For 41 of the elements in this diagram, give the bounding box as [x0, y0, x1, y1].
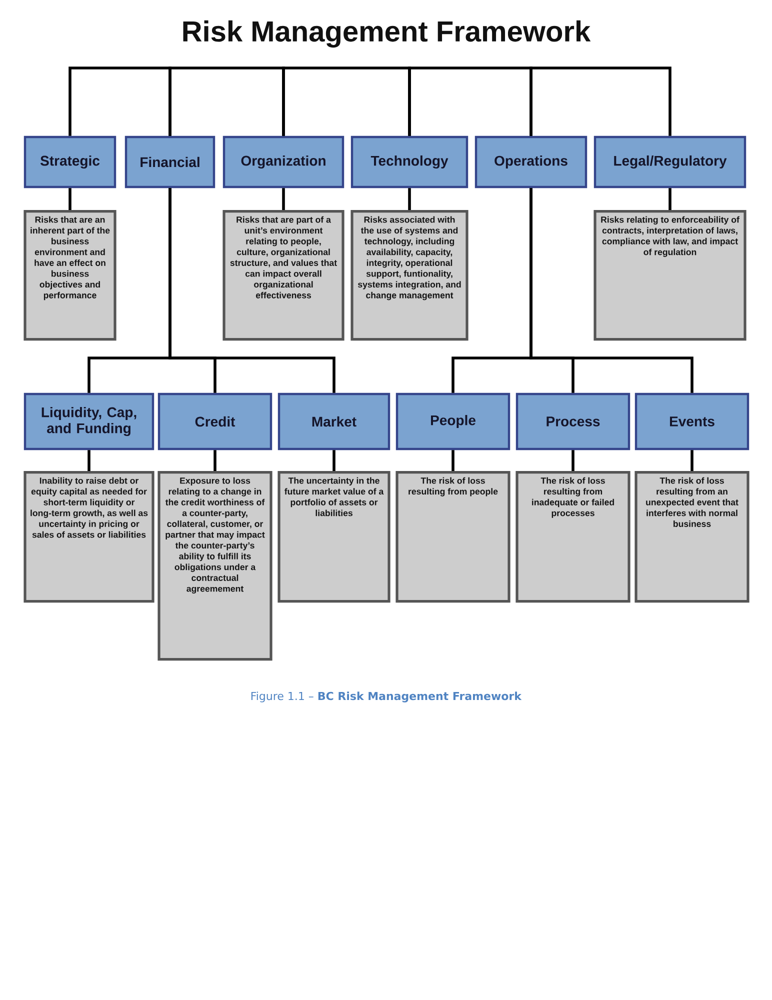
- connector-line: [168, 66, 285, 136]
- category-box: Operations: [474, 136, 588, 188]
- category-box: Credit: [158, 392, 272, 450]
- description-box: Risks associated with the use of systems and technology, including availability, capacity, integrity, operational support, funtionality, systems integration, and change management: [350, 210, 468, 341]
- category-box: Market: [278, 392, 390, 450]
- description-box: The uncertainty in the future market value of a portfolio of assets or liabilities: [278, 471, 390, 603]
- category-box: Process: [516, 392, 630, 450]
- figure-caption: Figure 1.1 – BC Risk Management Framework: [251, 692, 522, 702]
- title: Risk Management Framework: [183, 20, 591, 48]
- connector-line: [572, 450, 574, 471]
- description-box: The risk of loss resulting from an unexpected event that interferes with normal business: [634, 471, 750, 603]
- description-box: Inability to raise debt or equity capital as needed for short-term liquidity or long-term growth, as well as uncertainty in pricing or sales of assets or liabilities: [24, 471, 154, 603]
- category-box: Legal/Regulatory: [594, 136, 746, 188]
- category-box: Organization: [222, 136, 344, 188]
- description-box: Risks that are an inherent part of the business environment and have an effect on business objectives and performance: [24, 210, 116, 341]
- connector-line: [690, 450, 694, 471]
- category-box: People: [396, 392, 510, 450]
- connector-line: [668, 188, 672, 210]
- connector-line: [168, 188, 336, 393]
- connector-line: [332, 450, 336, 471]
- connector-line: [214, 450, 216, 471]
- category-box: Liquidity, Cap, and Funding: [24, 392, 154, 450]
- connector-line: [282, 188, 285, 210]
- connector-line: [68, 66, 172, 136]
- description-box: Exposure to loss relating to a change in the credit worthiness of a counter-party, collateral, customer, or partner that may impact the counter-party’s ability to fulfill its obligations under a contractual agreemement: [158, 471, 272, 661]
- category-box: Financial: [124, 136, 216, 188]
- description-box: The risk of loss resulting from inadequate or failed processes: [516, 471, 630, 603]
- connector-line: [530, 66, 672, 136]
- connector-line: [68, 188, 72, 210]
- connector-line: [88, 450, 90, 471]
- connector-line: [282, 66, 411, 136]
- category-box: Strategic: [24, 136, 116, 188]
- connector-line: [452, 450, 454, 471]
- category-box: Technology: [350, 136, 468, 188]
- connector-line: [530, 188, 694, 393]
- description-box: Risks relating to enforceability of contracts, interpretation of laws, compliance with law, and impact of regulation: [594, 210, 746, 341]
- connector-line: [408, 188, 411, 210]
- category-box: Events: [634, 392, 750, 450]
- description-box: Risks that are part of a unit’s environment relating to people, culture, organizational structure, and values that can impact overall organizational effectiveness: [222, 210, 344, 341]
- description-box: The risk of loss resulting from people: [396, 471, 510, 603]
- connector-line: [408, 66, 532, 136]
